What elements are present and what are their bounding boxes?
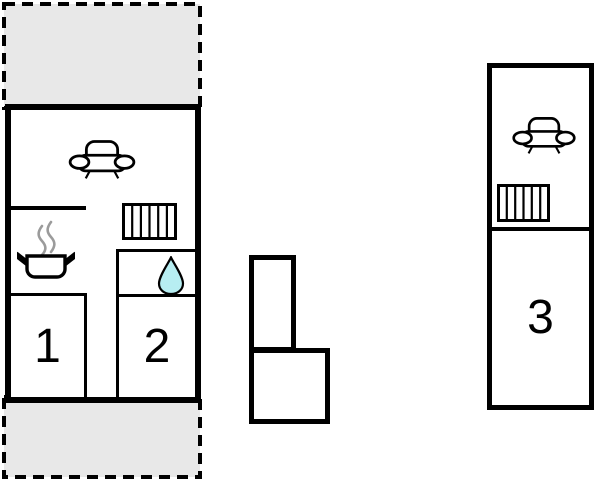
room-2: 2 — [116, 297, 195, 397]
building-right: 3 — [487, 63, 594, 410]
water-drop-icon — [157, 256, 185, 295]
sofa-icon — [68, 140, 136, 179]
radiator-icon — [122, 203, 177, 240]
terrace-top — [2, 2, 202, 110]
room-3: 3 — [492, 231, 589, 405]
room-2-label: 2 — [143, 320, 171, 373]
room-1: 1 — [11, 293, 87, 397]
building-left: 1 2 — [5, 104, 201, 403]
annex-upper — [249, 255, 296, 352]
interior-wall — [492, 227, 589, 231]
annex-lower — [249, 348, 330, 424]
kitchen-wall — [11, 206, 86, 210]
sofa-icon — [512, 117, 576, 154]
stove-icon — [17, 220, 75, 279]
terrace-bottom — [2, 395, 202, 479]
radiator-icon — [497, 184, 550, 222]
room-1-label: 1 — [34, 319, 61, 373]
pot-body — [25, 254, 67, 279]
room-3-label: 3 — [527, 291, 554, 344]
bathroom — [116, 249, 195, 297]
